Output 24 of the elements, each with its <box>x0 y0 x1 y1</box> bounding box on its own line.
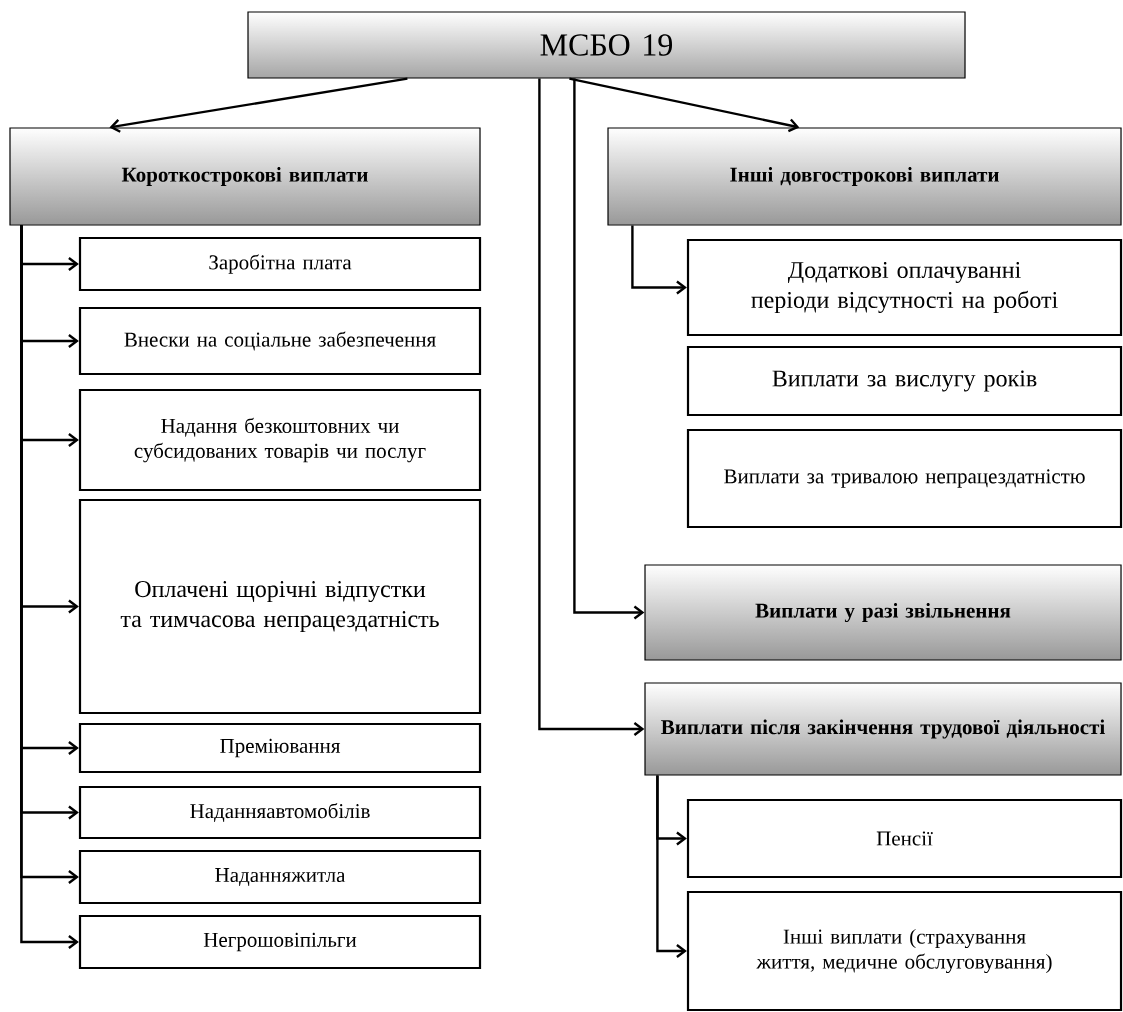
item-box: Надання безкоштовних чи субсидованих товарів чи послуг <box>78 388 482 492</box>
item-box: Наданняавтомобілів <box>78 785 482 840</box>
item-box: Негрошовіпільги <box>78 914 482 970</box>
item-box: Наданняжитла <box>78 849 482 905</box>
category-box: Виплати у разі звільнення <box>644 564 1122 661</box>
item-box: Пенсії <box>686 798 1123 879</box>
item-box: Додаткові оплачуванні періоди відсутності на роботі <box>686 238 1123 337</box>
title-box: МСБО 19 <box>247 11 966 79</box>
arrow <box>573 78 645 620</box>
arrow <box>569 77 800 133</box>
item-box: Заробітна плата <box>78 236 482 292</box>
item-box: Преміювання <box>78 722 482 774</box>
category-box: Інші довгострокові виплати <box>607 127 1122 226</box>
item-box: Оплачені щорічні відпустки та тимчасова непрацездатність <box>78 498 482 715</box>
arrow <box>631 225 687 295</box>
arrow <box>538 78 645 736</box>
item-box: Внески на соціальне забезпечення <box>78 306 482 376</box>
category-box: Виплати після закінчення трудової діяльності <box>644 682 1122 776</box>
item-box: Виплати за тривалою непрацездатністю <box>686 428 1123 529</box>
category-box: Короткострокові виплати <box>9 127 481 226</box>
item-box: Інші виплати (страхування життя, медичне обслуговування) <box>686 890 1123 1012</box>
arrow <box>656 775 687 958</box>
arrow <box>109 77 408 133</box>
item-box: Виплати за вислугу років <box>686 345 1123 417</box>
